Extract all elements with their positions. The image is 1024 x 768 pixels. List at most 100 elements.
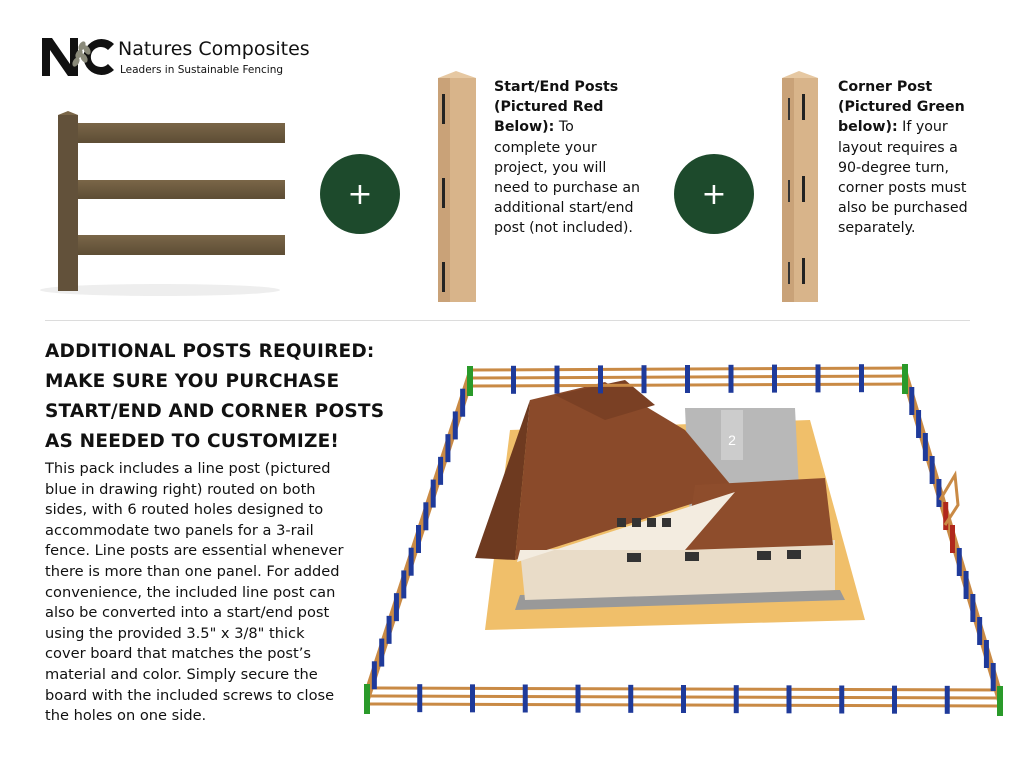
line-post [386, 615, 392, 644]
line-post [859, 364, 864, 393]
line-post [815, 364, 821, 393]
corner-body-line: also be purchased [838, 200, 968, 217]
paragraph-line: sides, with 6 routed holes designed to [45, 501, 324, 519]
section-divider [45, 320, 970, 321]
plus-badge: + [320, 154, 400, 234]
brand-name: Natures Composites [118, 38, 310, 60]
line-post [963, 571, 969, 599]
line-post [371, 661, 377, 690]
corner-body-line: layout requires a [838, 139, 958, 156]
corner-title-line: Corner Post [838, 79, 933, 95]
fence-layout-drawing: 2 [364, 364, 1003, 716]
line-post [511, 365, 516, 394]
corner-post [364, 684, 370, 714]
paragraph-line: there is more than one panel. For added [45, 562, 340, 580]
start-end-body-line: additional start/end [494, 200, 634, 217]
brand-logo [40, 36, 116, 78]
corner-post-description: Corner Post (Pictured Green below): If y… [838, 77, 1008, 239]
line-post [408, 547, 414, 576]
heading-line: MAKE SURE YOU PURCHASE [45, 371, 340, 392]
line-post [452, 411, 458, 440]
line-post [839, 685, 845, 714]
line-post [983, 640, 989, 668]
fence-gate [938, 470, 960, 526]
line-post [438, 456, 444, 485]
house-roof-side [475, 400, 530, 560]
start-end-post-description: Start/End Posts (Pictured Red Below): To… [494, 77, 664, 239]
line-post [393, 593, 399, 622]
chimney [721, 410, 743, 460]
paragraph-line: convenience, the included line post can [45, 583, 336, 601]
line-post [685, 365, 690, 393]
line-post [929, 456, 935, 484]
nc-logo-icon [42, 38, 114, 76]
start-end-title-line: (Pictured Red [494, 99, 604, 116]
start-end-title-line: Start/End Posts [494, 79, 619, 95]
corner-post [902, 364, 908, 394]
house-roof-ridge [555, 380, 655, 420]
corner-body-line: separately. [838, 220, 916, 237]
paragraph-line: also be converted into a start/end post [45, 604, 330, 622]
line-post [772, 364, 777, 393]
corner-title-line: (Pictured Green [838, 99, 965, 116]
line-post [423, 502, 429, 531]
corner-body-line: 90-degree turn, [838, 159, 950, 176]
paragraph-line: cover board that matches the post’s [45, 645, 311, 663]
house-roof [515, 382, 735, 560]
corner-title-line: below): [838, 119, 898, 136]
start-end-title-line: Below): [494, 119, 555, 136]
brand-tagline: Leaders in Sustainable Fencing [120, 64, 284, 76]
heading-line: AS NEEDED TO CUSTOMIZE! [45, 431, 340, 452]
start-end-body-line: post (not included). [494, 220, 633, 237]
line-post [416, 525, 421, 553]
start-end-body-line: To [558, 119, 574, 136]
paragraph-line: fence. Line posts are essential whenever [45, 542, 344, 560]
line-post [786, 685, 792, 714]
paragraph-line: using the provided 3.5" x 3/8" thick [45, 624, 305, 642]
line-post [430, 479, 436, 508]
start-end-body-line: need to purchase an [494, 180, 641, 197]
corner-post [997, 686, 1003, 716]
line-post [956, 548, 962, 576]
heading-line: ADDITIONAL POSTS REQUIRED: [45, 341, 375, 362]
start-end-post-image [438, 71, 476, 302]
start-end-post [950, 525, 955, 553]
fence-panel-image [40, 111, 285, 296]
house-wall [520, 540, 835, 600]
paragraph-line: This pack includes a line post (pictured [45, 460, 331, 477]
line-post [460, 388, 466, 417]
house-windows [617, 518, 801, 562]
line-post [379, 638, 385, 667]
line-post [641, 365, 647, 394]
line-post [417, 684, 423, 713]
line-post [936, 479, 942, 507]
paragraph-line: board with the included screws to close [45, 686, 335, 704]
line-post [628, 684, 634, 713]
line-post [401, 570, 407, 599]
fence-outline [364, 364, 1003, 716]
start-end-body-line: project, you will [494, 159, 607, 176]
line-post [977, 617, 983, 645]
garage-roof [685, 478, 833, 550]
line-post [470, 684, 475, 713]
line-post [445, 434, 451, 463]
plus-badge: + [674, 154, 754, 234]
line-post [522, 684, 528, 713]
line-post [892, 685, 897, 714]
line-post [922, 433, 928, 461]
line-post [916, 410, 922, 438]
corner-body-line: If your [902, 119, 948, 136]
line-post [681, 685, 686, 713]
house-label: 2 [728, 432, 736, 448]
paragraph-line: material and color. Simply secure the [45, 665, 318, 683]
paragraph-line: accommodate two panels for a 3-rail [45, 521, 314, 539]
line-post [970, 594, 976, 622]
line-post [554, 365, 560, 394]
line-post [909, 387, 915, 415]
corner-post-image [782, 71, 818, 302]
corner-post [467, 366, 473, 396]
start-end-body-line: complete your [494, 139, 597, 156]
line-post [944, 685, 950, 714]
paragraph-line: blue in drawing right) routed on both [45, 480, 316, 498]
line-post [728, 364, 734, 393]
